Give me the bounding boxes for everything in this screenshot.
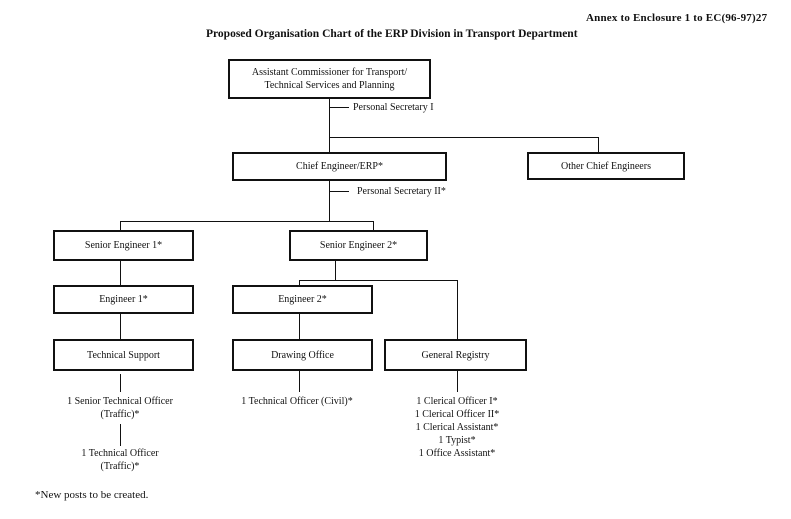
engineer-2-box: Engineer 2* — [232, 285, 373, 314]
senior-engineer-1-label: Senior Engineer 1* — [84, 240, 163, 251]
technical-support-label: Technical Support — [87, 349, 160, 361]
drawing-office-box: Drawing Office — [232, 339, 373, 371]
engineer-1-box: Engineer 1* — [53, 285, 194, 314]
senior-engineer-1-box: Senior Engineer 1* — [53, 230, 194, 261]
registry-staff-item: 1 Typist* — [438, 435, 476, 446]
other-chief-engineers-label: Other Chief Engineers — [561, 160, 651, 172]
footnote: *New posts to be created. — [35, 489, 149, 501]
general-registry-label: General Registry — [421, 349, 490, 361]
chief-engineer-box: Chief Engineer/ERP* — [232, 152, 447, 181]
engineer-1-label: Engineer 1* — [99, 294, 148, 305]
registry-staff-item: 1 Clerical Officer I* — [416, 396, 498, 407]
senior-engineer-2-label: Senior Engineer 2* — [319, 240, 398, 251]
registry-staff-list: 1 Clerical Officer I* 1 Clerical Officer… — [382, 395, 532, 460]
technical-officer-traffic-label: 1 Technical Officer (Traffic)* — [40, 447, 200, 473]
registry-staff-item: 1 Office Assistant* — [418, 448, 496, 459]
technical-officer-traffic-line1: 1 Technical Officer — [81, 448, 159, 459]
senior-engineer-2-box: Senior Engineer 2* — [289, 230, 428, 261]
other-chief-engineers-box: Other Chief Engineers — [527, 152, 685, 180]
technical-officer-traffic-line2: (Traffic)* — [100, 461, 140, 472]
chief-engineer-label: Chief Engineer/ERP* — [296, 161, 383, 172]
engineer-2-label: Engineer 2* — [278, 294, 327, 305]
general-registry-box: General Registry — [384, 339, 527, 371]
assistant-commissioner-box: Assistant Commissioner for Transport/ Te… — [228, 59, 431, 99]
assistant-commissioner-label: Assistant Commissioner for Transport/ Te… — [251, 67, 408, 91]
chart-title: Proposed Organisation Chart of the ERP D… — [206, 28, 578, 40]
senior-technical-officer-line1: 1 Senior Technical Officer — [67, 396, 173, 407]
drawing-office-label: Drawing Office — [271, 349, 334, 361]
personal-secretary-2-label: Personal Secretary II* — [357, 186, 446, 197]
senior-technical-officer-line2: (Traffic)* — [100, 409, 140, 420]
registry-staff-item: 1 Clerical Assistant* — [415, 422, 499, 433]
technical-officer-civil-label: 1 Technical Officer (Civil)* — [241, 396, 353, 407]
personal-secretary-1-label: Personal Secretary I — [353, 102, 434, 113]
annex-reference: Annex to Enclosure 1 to EC(96-97)27 — [586, 12, 768, 24]
senior-technical-officer-label: 1 Senior Technical Officer (Traffic)* — [40, 395, 200, 421]
registry-staff-item: 1 Clerical Officer II* — [414, 409, 500, 420]
technical-support-box: Technical Support — [53, 339, 194, 371]
